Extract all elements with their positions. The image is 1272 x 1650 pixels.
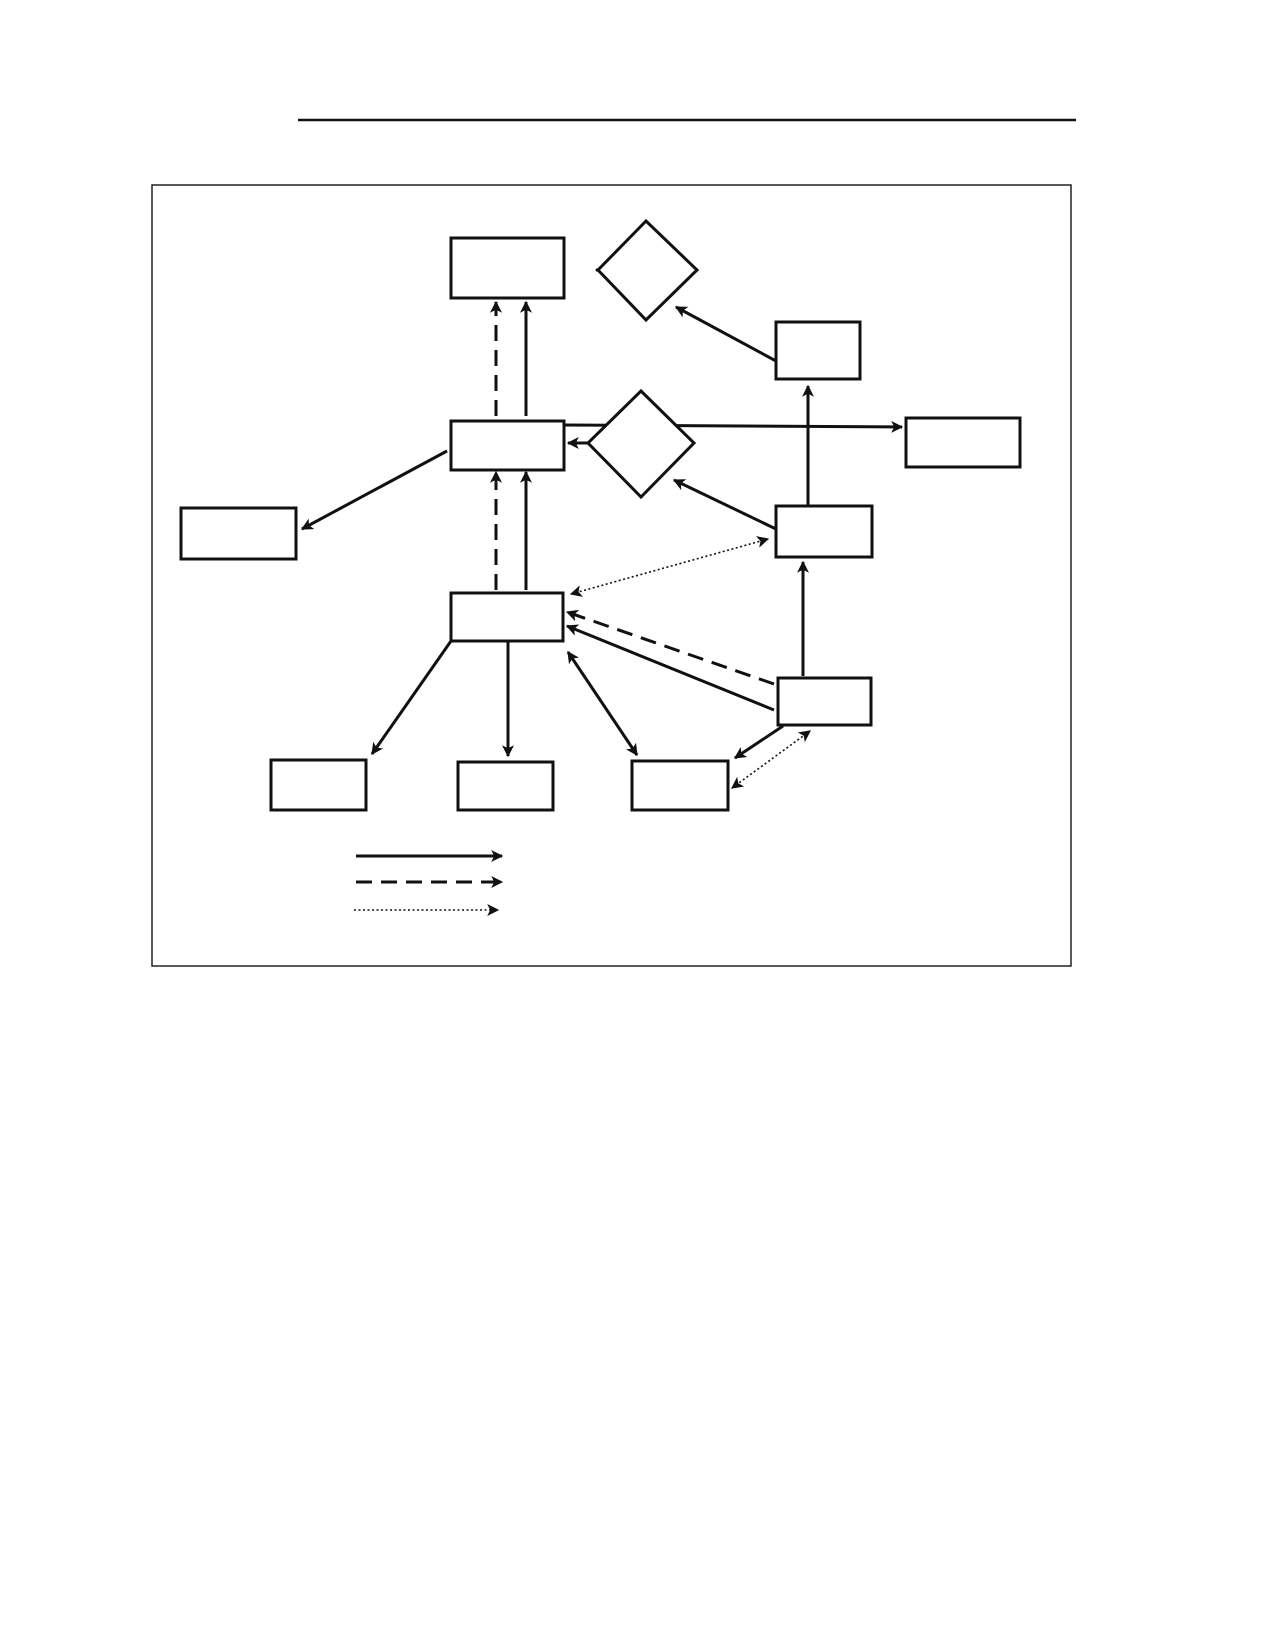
figure-frame (151, 184, 1072, 967)
node-bottom-right-box (630, 759, 730, 812)
edge-bottom-right-box-right-low-box-dotted (731, 730, 811, 789)
node-center-box (449, 591, 565, 643)
legend (354, 850, 504, 916)
nodes (179, 218, 1022, 812)
edge-upper-right-box-to-top-diamond (674, 305, 777, 363)
edge-right-low-box-to-center-box (565, 624, 775, 712)
edge-mid-box-to-left-box (300, 449, 448, 531)
node-mid-box (449, 419, 566, 472)
edge-center-box-bottom-right-box (566, 651, 639, 756)
node-right-mid-box (774, 504, 874, 559)
node-mid-diamond (585, 388, 697, 500)
edge-right-low-box-to-center-box-dashed (565, 609, 775, 686)
node-far-right-box (904, 416, 1022, 469)
edge-center-box-to-bottom-left-box (370, 640, 453, 755)
edge-right-mid-box-center-box-dotted (569, 536, 770, 597)
node-left-box (179, 506, 298, 561)
node-top-diamond (595, 218, 700, 323)
node-top-box (449, 236, 566, 300)
edge-right-mid-box-to-mid-diamond (672, 478, 777, 531)
node-bottom-left-box (269, 758, 368, 812)
node-upper-right-box (774, 320, 862, 381)
edge-right-low-box-to-bottom-right-box (734, 724, 784, 760)
node-bottom-mid-box (456, 760, 555, 812)
node-right-low-box (776, 676, 873, 727)
